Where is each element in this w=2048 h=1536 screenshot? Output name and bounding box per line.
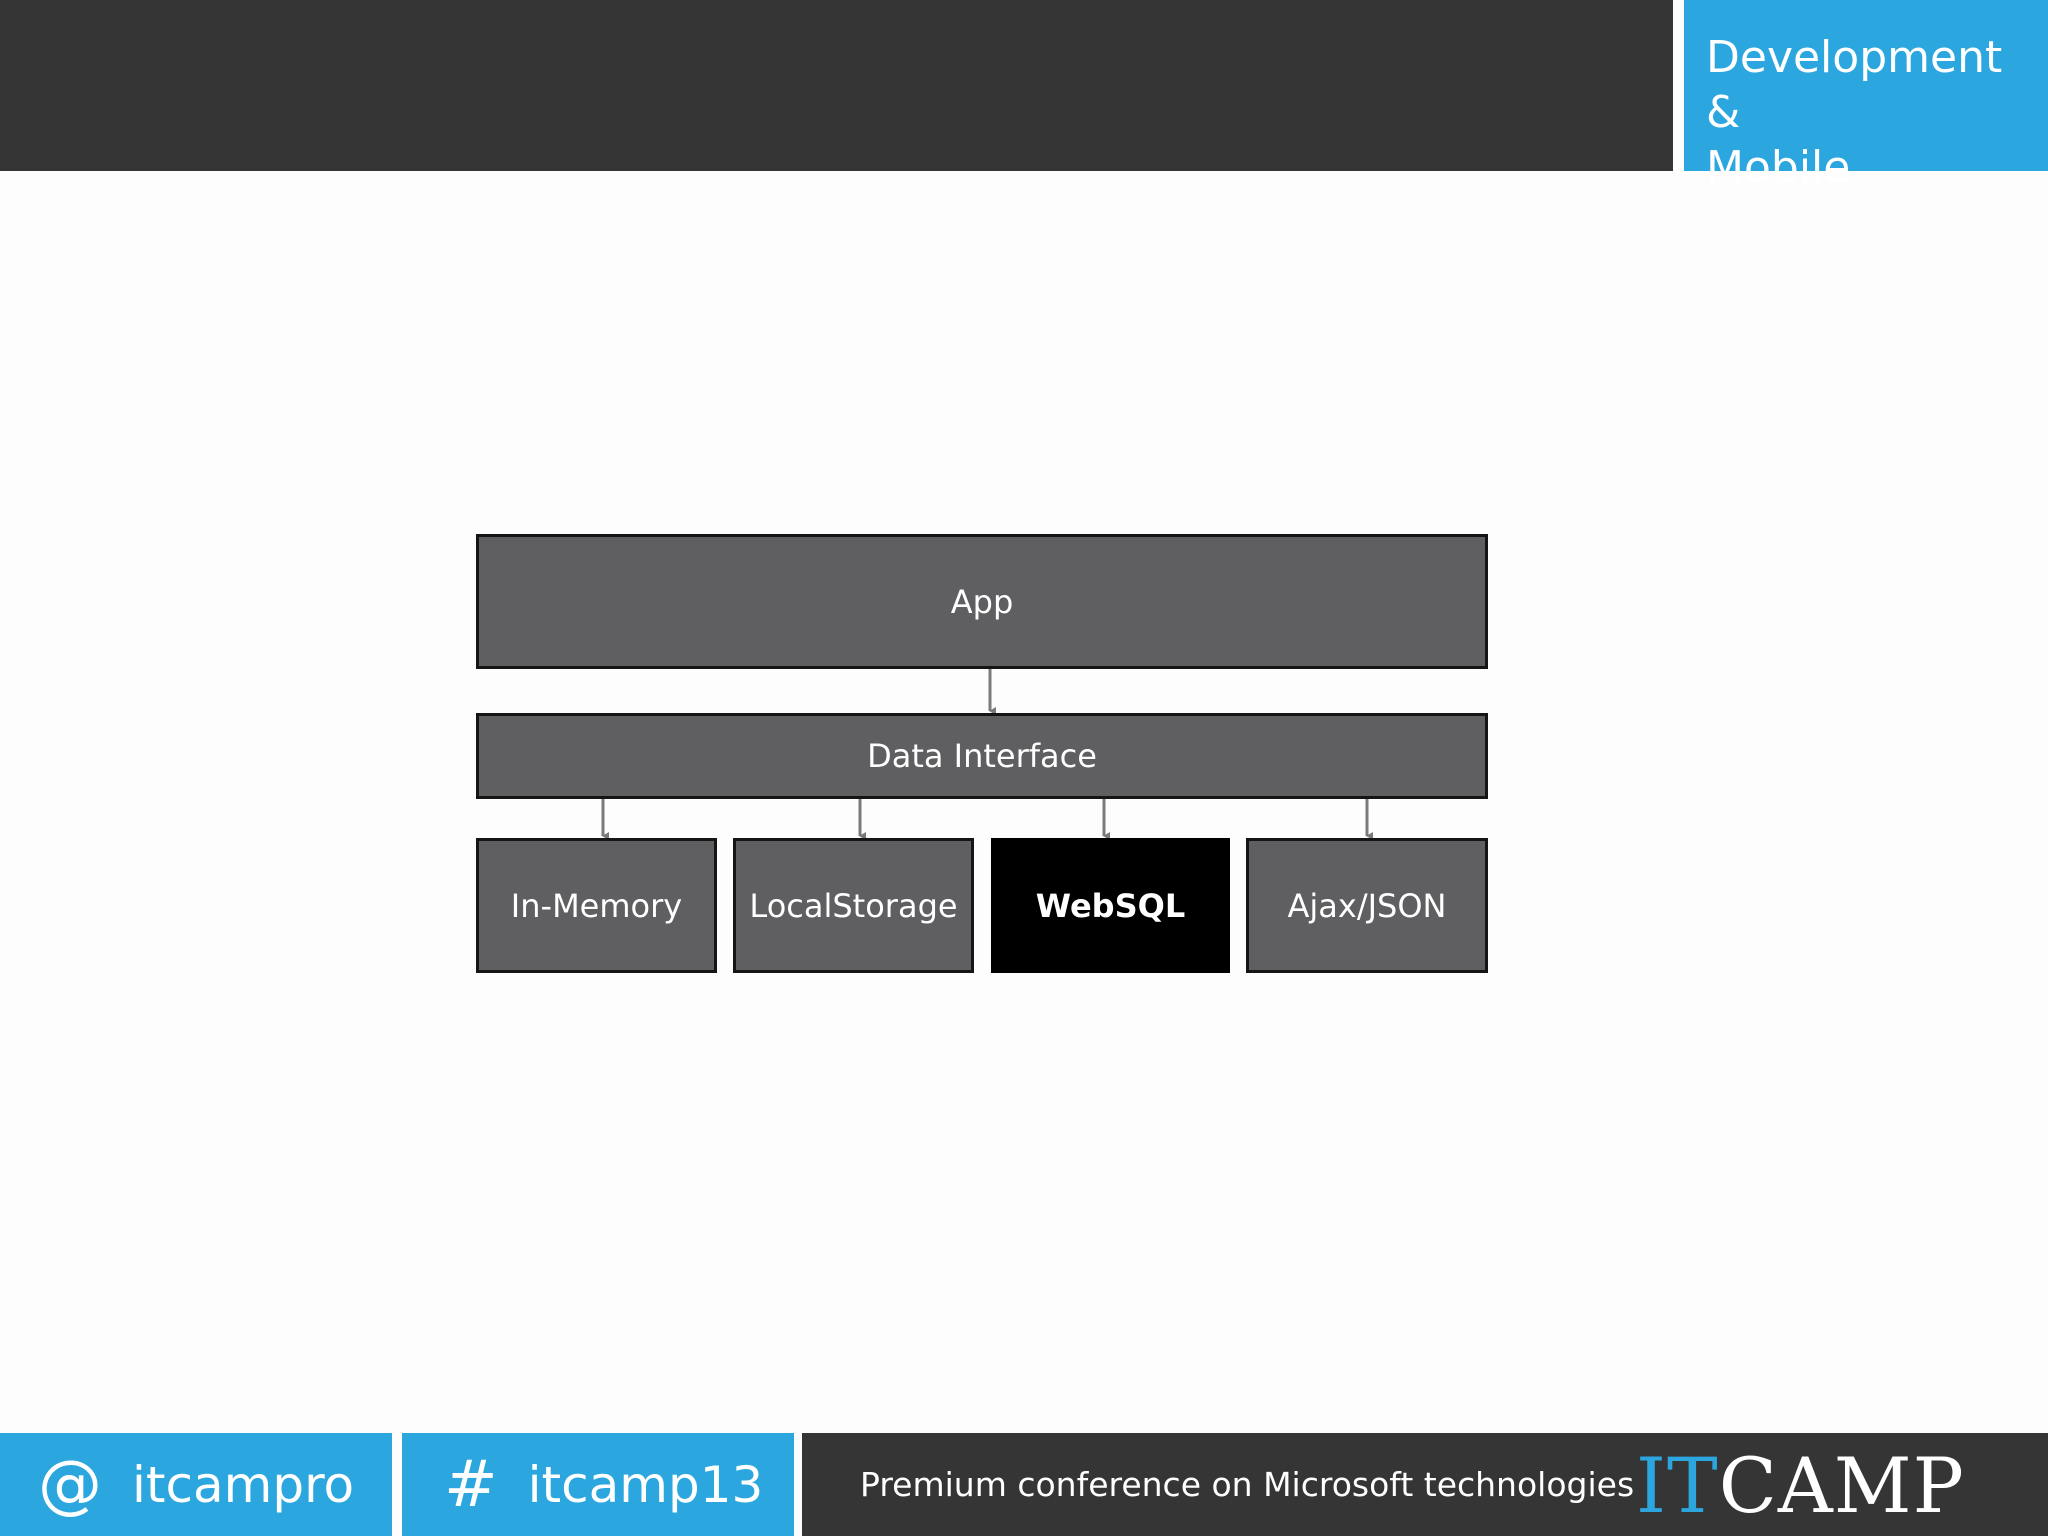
ajax-json-label: Ajax/JSON [1287,886,1447,925]
at-icon: @ [38,1447,102,1522]
twitter-handle-panel: @ itcampro [0,1433,392,1536]
websql-label: WebSQL [1035,886,1186,925]
itcamp-logo: ITCAMP [1636,1441,1965,1530]
in-memory-label: In-Memory [510,886,683,925]
app-label: App [950,582,1014,621]
ajax-json-box: Ajax/JSON [1246,838,1488,973]
websql-box: WebSQL [991,838,1230,973]
category-line-2: Mobile [1706,142,1851,193]
localstorage-label: LocalStorage [749,886,958,925]
header-bar [0,0,1673,171]
tagline: Premium conference on Microsoft technolo… [860,1465,1635,1504]
data-interface-box: Data Interface [476,713,1488,799]
data-interface-label: Data Interface [867,737,1097,775]
hashtag-icon: # [444,1447,498,1522]
localstorage-box: LocalStorage [733,838,974,973]
category-line-1: Development & [1706,32,2003,138]
twitter-handle: itcampro [132,1455,355,1514]
app-box: App [476,534,1488,669]
logo-camp: CAMP [1718,1441,1965,1530]
logo-it: IT [1636,1441,1719,1530]
hashtag-panel: # itcamp13 [402,1433,794,1536]
footer-bar: Premium conference on Microsoft technolo… [802,1433,2048,1536]
category-tag: Development & Mobile [1684,0,2048,193]
hashtag: itcamp13 [527,1455,764,1514]
in-memory-box: In-Memory [476,838,717,973]
